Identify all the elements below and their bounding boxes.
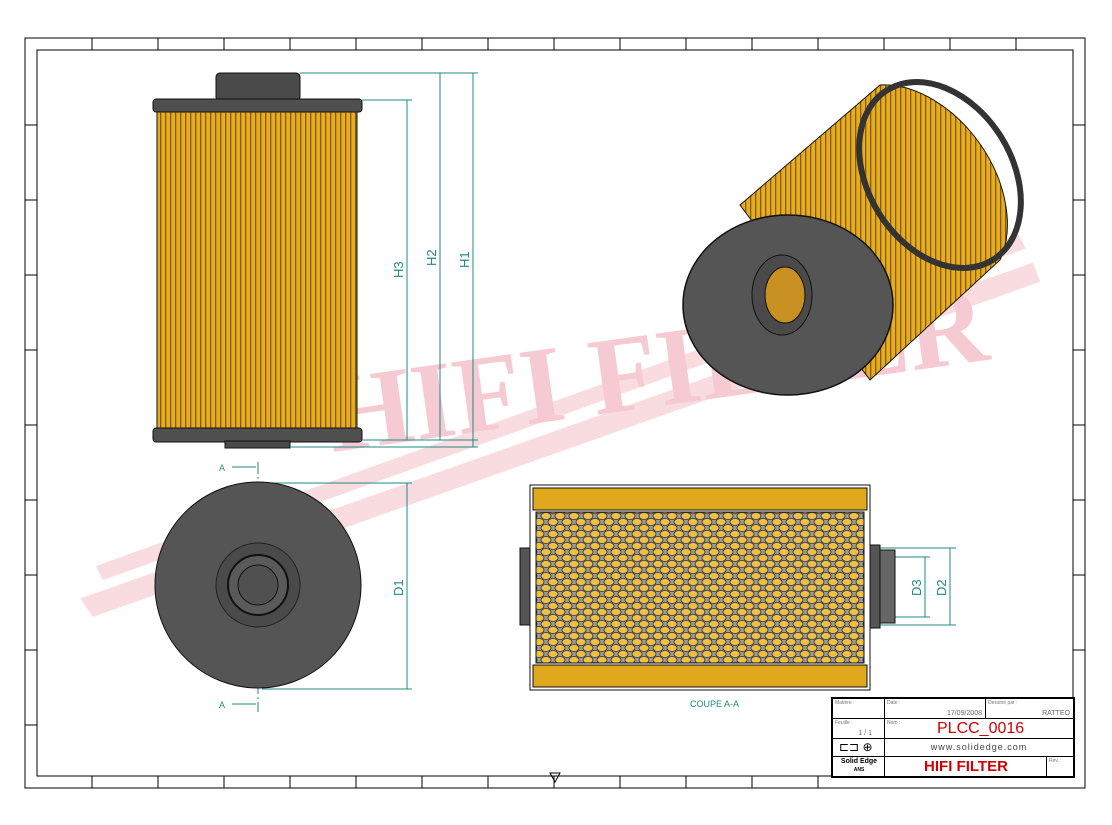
title-block: Matière : Date : 17/09/2008 Dessiné par :… bbox=[831, 697, 1075, 778]
matiere-label: Matière : bbox=[835, 700, 855, 706]
outer-border bbox=[24, 37, 1086, 789]
software-sub: ANS bbox=[853, 767, 865, 773]
author-value: RATTEO bbox=[1042, 710, 1070, 717]
date-cell: Date : 17/09/2008 bbox=[885, 699, 986, 719]
section-marker-top: A bbox=[219, 463, 225, 473]
part-number: PLCC_0016 bbox=[937, 720, 1025, 737]
front-view bbox=[152, 72, 363, 449]
dim-h1: H1 bbox=[457, 251, 472, 268]
author-cell: Dessiné par : RATTEO bbox=[986, 699, 1073, 719]
dim-d1: D1 bbox=[391, 579, 406, 596]
company-cell: HIFI FILTER bbox=[885, 757, 1047, 776]
isometric-view bbox=[682, 79, 1024, 396]
dim-h2: H2 bbox=[424, 249, 439, 266]
matiere-cell: Matière : bbox=[833, 699, 885, 719]
date-label: Date : bbox=[887, 700, 901, 706]
revision-triangle bbox=[549, 772, 561, 784]
software-name: Solid Edge bbox=[840, 758, 878, 765]
dim-d3: D3 bbox=[909, 579, 924, 596]
section-view bbox=[519, 484, 896, 691]
revision-label: Rév. : bbox=[1049, 758, 1062, 764]
website-text: www.solidedge.com bbox=[930, 742, 1028, 752]
dim-h3: H3 bbox=[391, 261, 406, 278]
section-label: COUPE A-A bbox=[690, 699, 739, 709]
dim-d2: D2 bbox=[934, 579, 949, 596]
company-name: HIFI FILTER bbox=[924, 758, 1008, 775]
date-value: 17/09/2008 bbox=[946, 710, 982, 717]
website-cell: www.solidedge.com bbox=[885, 739, 1073, 757]
author-label: Dessiné par : bbox=[988, 700, 1018, 706]
section-marker-bottom: A bbox=[219, 700, 225, 710]
revision-cell: Rév. : bbox=[1047, 757, 1073, 776]
sheet-value: 1 / 1 bbox=[858, 730, 872, 737]
inner-border bbox=[36, 49, 1074, 777]
name-label: Nom : bbox=[887, 720, 901, 726]
name-cell: Nom : PLCC_0016 bbox=[885, 719, 1073, 739]
sheet-cell: Feuille : 1 / 1 bbox=[833, 719, 885, 739]
sheet-label: Feuille : bbox=[835, 720, 853, 726]
zone-ticks bbox=[25, 38, 1085, 788]
projection-symbol-icon: ⊏⊐ ⊕ bbox=[839, 740, 873, 754]
projection-symbol-cell: ⊏⊐ ⊕ bbox=[833, 739, 885, 757]
bottom-view bbox=[154, 481, 362, 689]
